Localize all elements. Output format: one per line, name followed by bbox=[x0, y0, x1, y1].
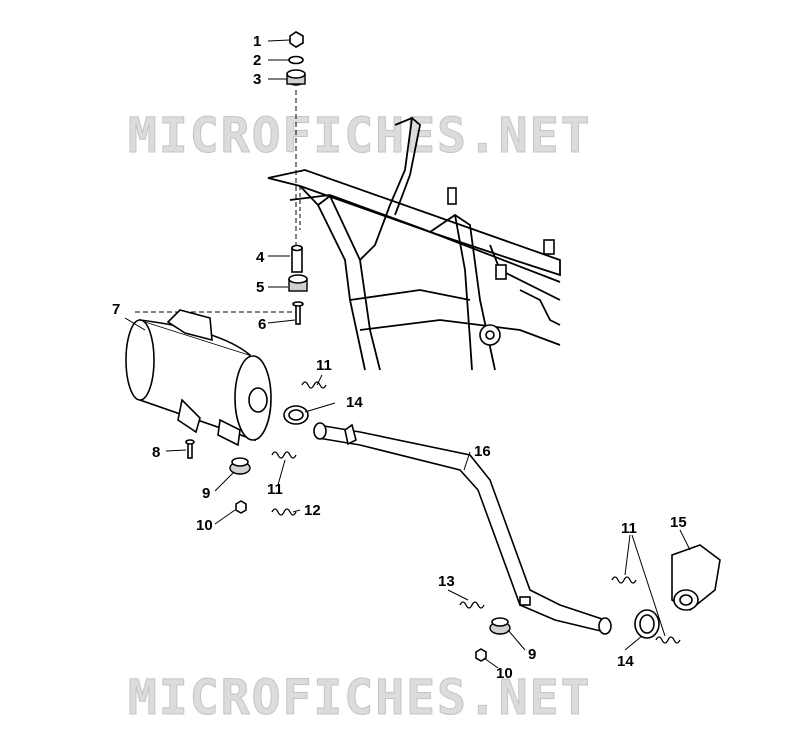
springs bbox=[271, 381, 681, 644]
callout-1: 1 bbox=[253, 33, 261, 50]
leader-lines bbox=[124, 39, 691, 669]
callout-16: 16 bbox=[474, 443, 491, 460]
mount-hardware bbox=[135, 31, 308, 325]
loose-parts bbox=[185, 405, 660, 662]
callout-10: 10 bbox=[196, 517, 213, 534]
watermark-top: MICROFICHES.NET bbox=[128, 108, 591, 164]
callout-15: 15 bbox=[670, 514, 687, 531]
callout-14a: 14 bbox=[346, 394, 363, 411]
head-pipe bbox=[313, 422, 612, 635]
callout-3: 3 bbox=[253, 71, 261, 88]
callout-7: 7 bbox=[112, 301, 120, 318]
callout-5: 5 bbox=[256, 279, 264, 296]
callout-9: 9 bbox=[202, 485, 210, 502]
callout-4: 4 bbox=[256, 249, 265, 266]
callout-11c: 11 bbox=[621, 520, 637, 537]
callout-14b: 14 bbox=[617, 653, 634, 670]
callout-10b: 10 bbox=[496, 665, 513, 682]
callout-2: 2 bbox=[253, 52, 261, 69]
callout-12: 12 bbox=[304, 502, 321, 519]
exhaust-flange bbox=[671, 544, 721, 611]
vehicle-frame bbox=[267, 116, 561, 371]
callout-8: 8 bbox=[152, 444, 160, 461]
callout-11b: 11 bbox=[267, 481, 283, 498]
callouts: 1 2 3 4 5 6 7 8 9 10 11 11 12 13 14 16 1… bbox=[112, 33, 687, 682]
callout-9b: 9 bbox=[528, 646, 536, 663]
muffler bbox=[125, 309, 272, 447]
watermark-bottom: MICROFICHES.NET bbox=[128, 670, 591, 726]
callout-11a: 11 bbox=[316, 357, 332, 374]
callout-6: 6 bbox=[258, 316, 266, 333]
callout-13: 13 bbox=[438, 573, 455, 590]
